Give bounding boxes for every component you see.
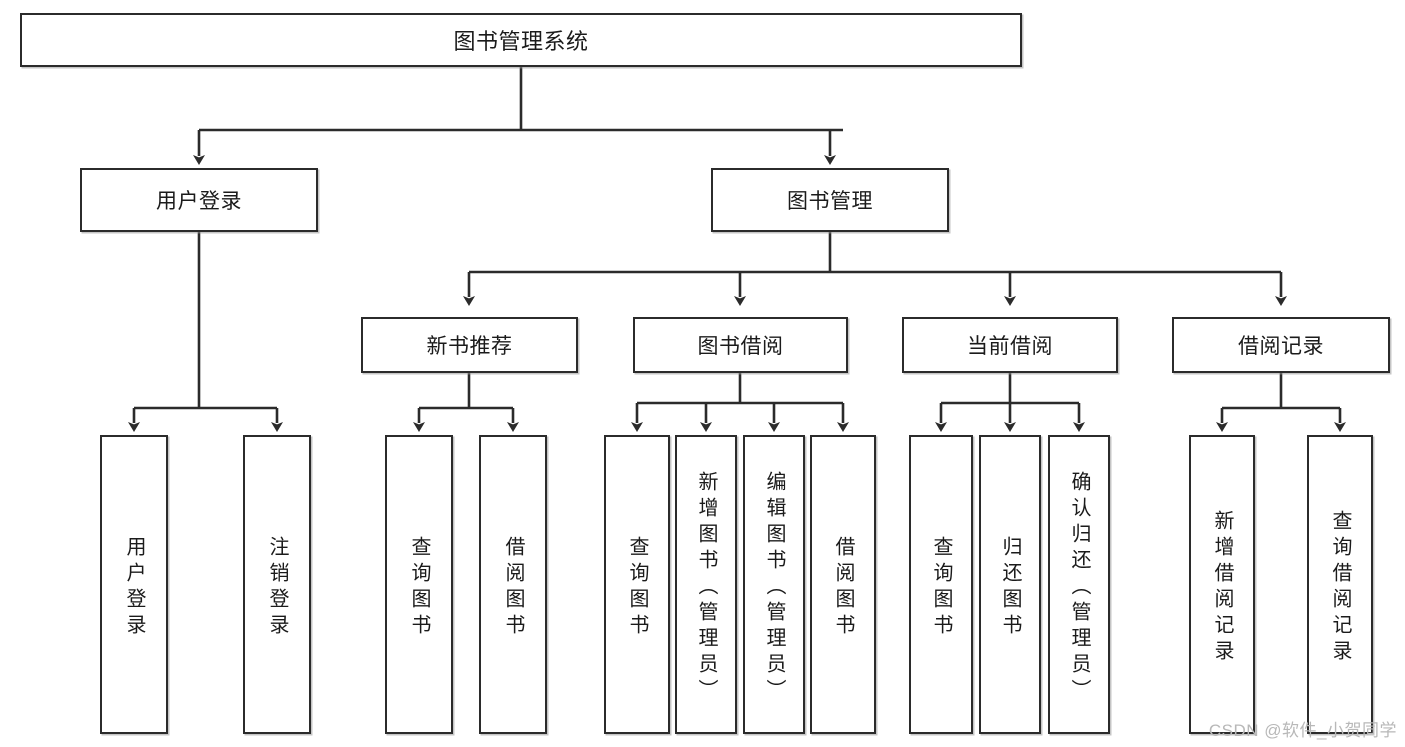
leaf-book-borrow-borrow-books[interactable]: 借阅图书 [810, 435, 876, 734]
node-borrow-records[interactable]: 借阅记录 [1172, 317, 1390, 373]
node-label: 用户登录 [156, 190, 242, 213]
node-label: 图书管理 [787, 190, 873, 213]
leaf-book-borrow-edit-book-admin[interactable]: 编辑图书（管理员） [743, 435, 805, 734]
node-book-borrowing[interactable]: 图书借阅 [633, 317, 848, 373]
node-label: 注销登录 [266, 535, 288, 640]
leaf-new-book-borrow-books[interactable]: 借阅图书 [479, 435, 547, 734]
leaf-new-book-query-books[interactable]: 查询图书 [385, 435, 453, 734]
node-current-borrowing[interactable]: 当前借阅 [902, 317, 1118, 373]
leaf-book-borrow-add-book-admin[interactable]: 新增图书（管理员） [675, 435, 737, 734]
node-label: 图书管理系统 [453, 29, 589, 54]
node-label: 图书借阅 [697, 335, 784, 358]
node-label: 查询图书 [626, 535, 648, 640]
node-label: 借阅图书 [502, 535, 524, 640]
watermark-text: CSDN @软件_小贺同学 [1208, 721, 1397, 740]
node-label: 借阅记录 [1238, 335, 1324, 358]
leaf-current-borrow-query-books[interactable]: 查询图书 [909, 435, 973, 734]
node-label: 归还图书 [999, 535, 1021, 640]
node-label: 用户登录 [123, 535, 145, 640]
node-book-management[interactable]: 图书管理 [711, 168, 949, 232]
leaf-user-login-signin[interactable]: 用户登录 [100, 435, 168, 734]
node-user-login[interactable]: 用户登录 [80, 168, 318, 232]
leaf-current-borrow-return-books[interactable]: 归还图书 [979, 435, 1041, 734]
node-label: 查询借阅记录 [1329, 509, 1351, 666]
node-label: 当前借阅 [967, 335, 1053, 358]
leaf-book-borrow-query-books[interactable]: 查询图书 [604, 435, 670, 734]
leaf-current-borrow-confirm-return-admin[interactable]: 确认归还（管理员） [1048, 435, 1110, 734]
node-label: 借阅图书 [832, 535, 854, 640]
node-label: 新增借阅记录 [1211, 509, 1233, 666]
node-label: 新增图书（管理员） [695, 470, 717, 705]
leaf-borrow-record-query-record[interactable]: 查询借阅记录 [1307, 435, 1373, 734]
node-label: 查询图书 [930, 535, 952, 640]
node-label: 确认归还（管理员） [1068, 470, 1090, 705]
node-root-book-management-system[interactable]: 图书管理系统 [20, 13, 1022, 67]
node-new-book-recommendation[interactable]: 新书推荐 [361, 317, 578, 373]
node-label: 编辑图书（管理员） [763, 470, 785, 705]
node-label: 新书推荐 [426, 335, 513, 358]
node-label: 查询图书 [408, 535, 430, 640]
leaf-user-login-logout[interactable]: 注销登录 [243, 435, 311, 734]
leaf-borrow-record-add-record[interactable]: 新增借阅记录 [1189, 435, 1255, 734]
